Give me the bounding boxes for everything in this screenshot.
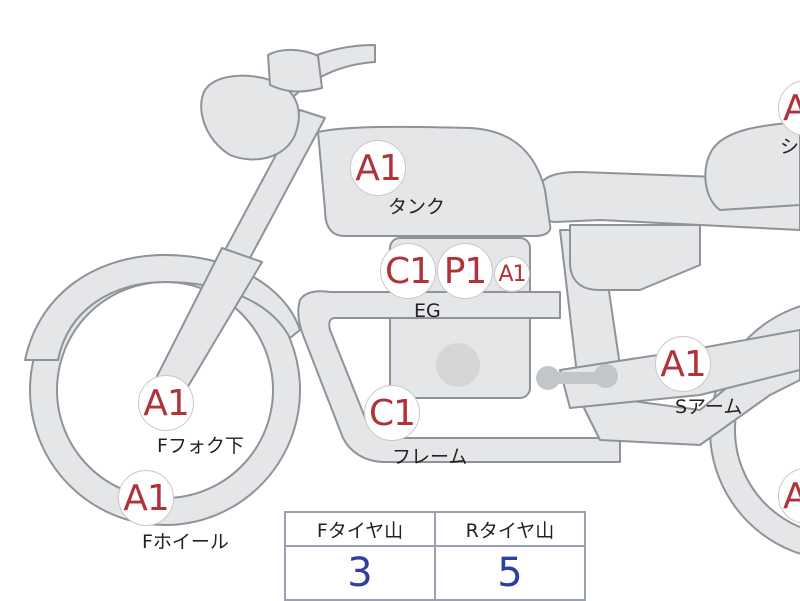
front-tyre-header: Fタイヤ山 <box>284 511 436 547</box>
rear-tyre-header: Rタイヤ山 <box>434 511 586 547</box>
footpeg <box>536 364 618 390</box>
rear-fender <box>704 121 800 211</box>
fork-code-badge: A1 <box>138 375 194 431</box>
rear-tyre-value: 5 <box>434 545 586 601</box>
wheel-label: Fホイール <box>142 531 229 553</box>
tank-code-badge: A1 <box>350 140 406 196</box>
tyre-tread-table: Fタイヤ山 Rタイヤ山 3 5 <box>284 511 586 601</box>
engine-label: EG <box>414 300 441 322</box>
fork-label: Fフォク下 <box>157 435 244 457</box>
table-row: 3 5 <box>284 545 586 601</box>
rear-wheel-code-badge: A <box>778 468 800 524</box>
front-tyre-value: 3 <box>284 545 436 601</box>
side-cover <box>569 224 701 291</box>
headlight <box>200 74 300 161</box>
headlight-mount <box>267 48 323 93</box>
engine-code-badge: C1 <box>380 243 436 299</box>
frame-label: フレーム <box>392 446 468 468</box>
seat-label: シ <box>780 136 800 158</box>
swingarm-code-badge: A1 <box>655 336 711 392</box>
wheel-code-badge: A1 <box>118 470 174 526</box>
engine-cover <box>436 343 480 387</box>
engine-paint-badge: P1 <box>437 243 493 299</box>
frame-code-badge: C1 <box>364 385 420 441</box>
tank-label: タンク <box>388 196 446 218</box>
table-header-row: Fタイヤ山 Rタイヤ山 <box>284 511 586 547</box>
engine-small-badge: A1 <box>494 256 530 292</box>
swingarm-label: Sアーム <box>675 396 743 418</box>
